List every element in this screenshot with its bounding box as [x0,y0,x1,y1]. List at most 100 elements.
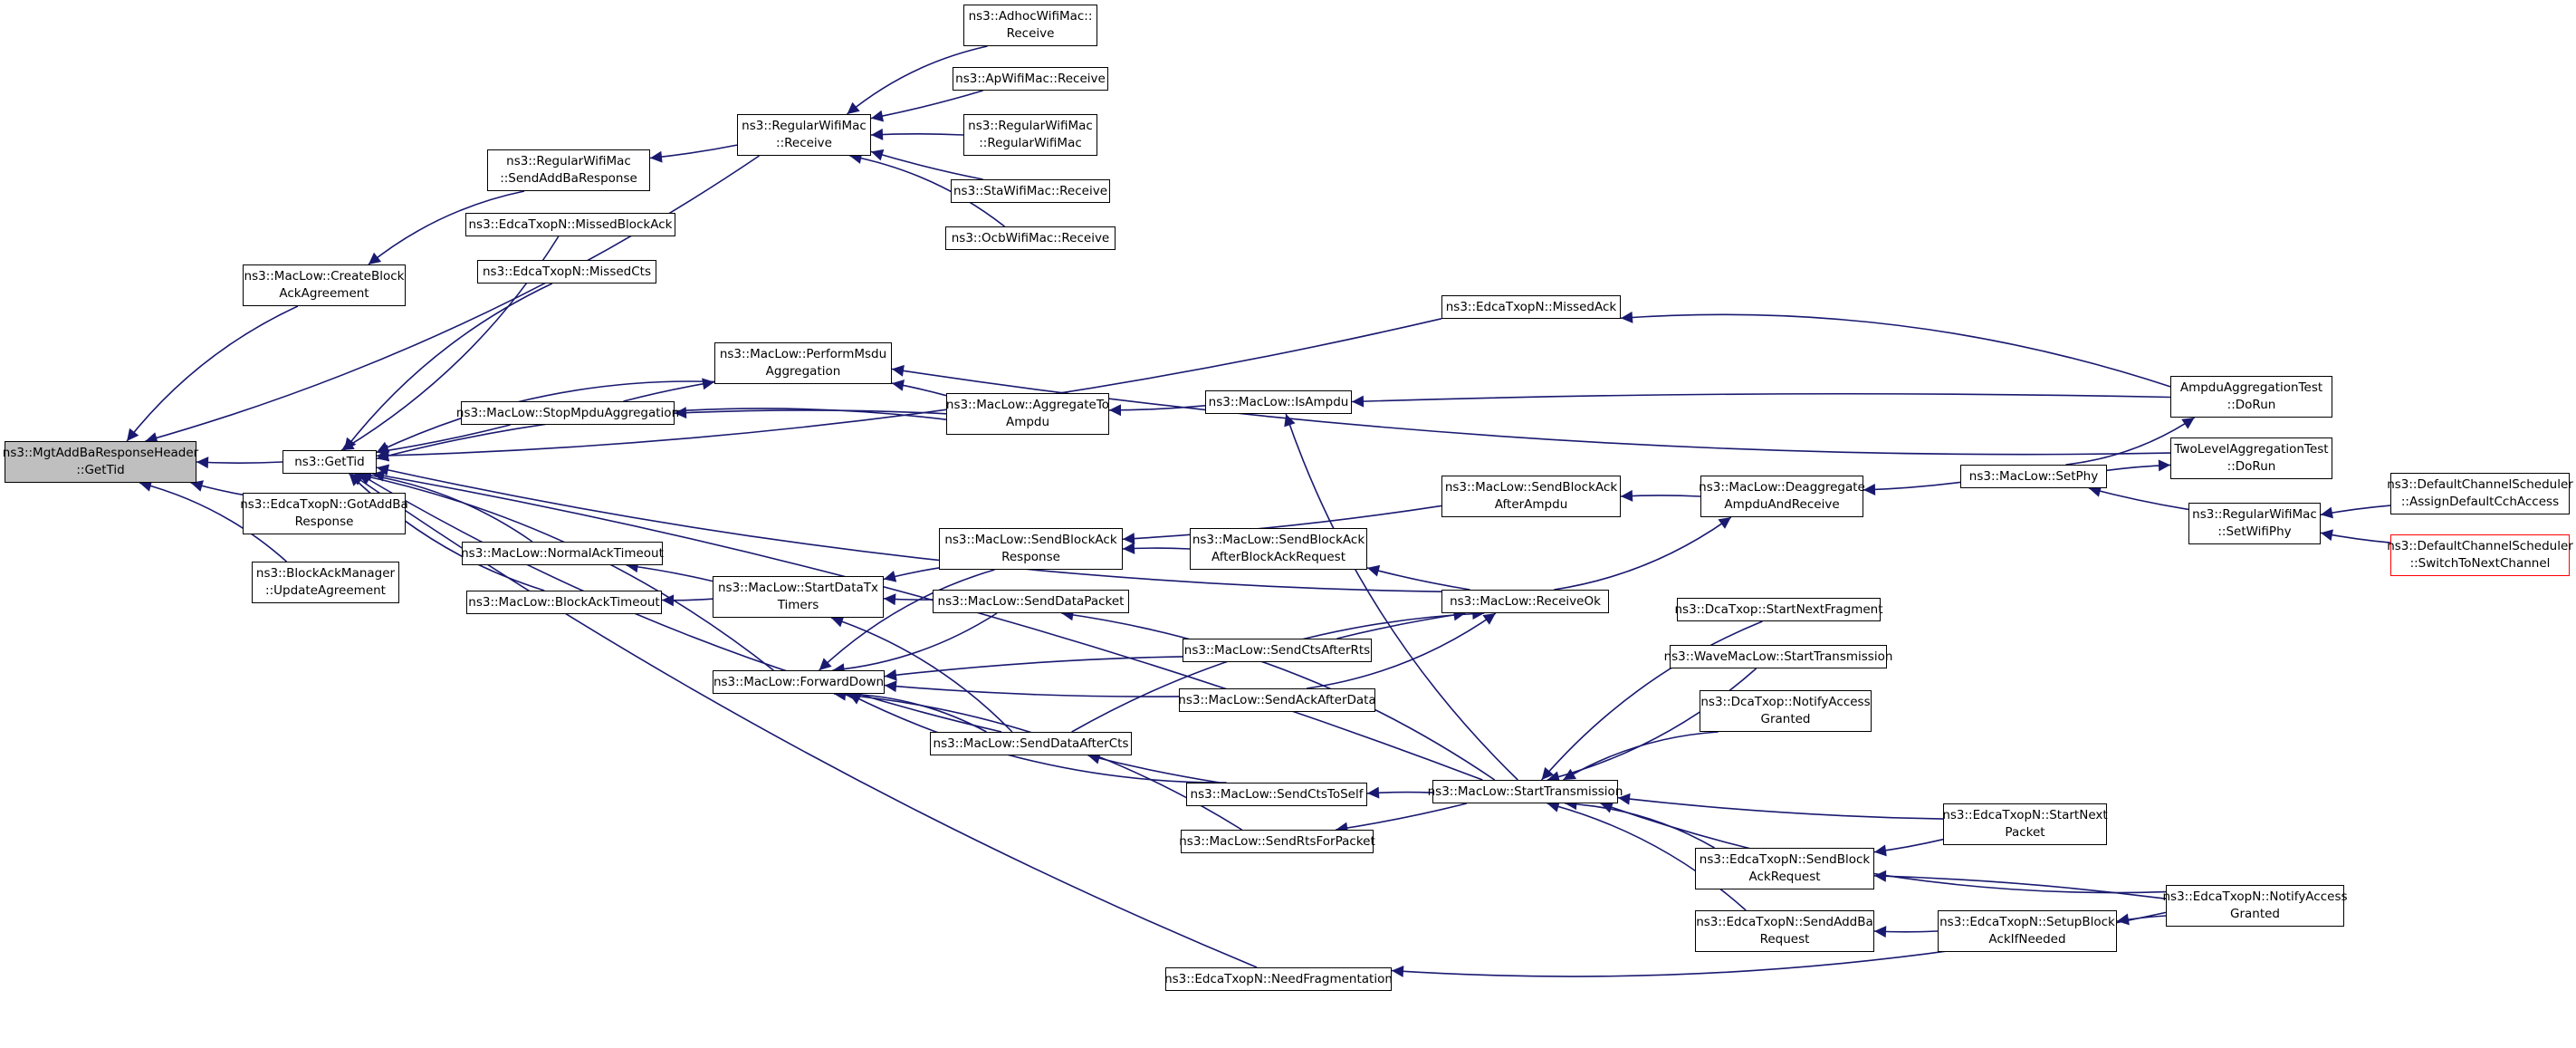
function-node-n38[interactable]: ns3::MacLow::SendCtsToSelf [1186,783,1367,806]
function-node-label: ns3::DefaultChannelScheduler [2387,539,2573,553]
call-edge-n4-to-n0 [139,480,288,562]
call-edge-n21-to-n30 [1122,505,1442,545]
call-edge-n40-to-n32 [1061,609,1496,781]
call-edge-n37-to-n29 [830,616,1013,733]
function-node-label: Timers [777,598,819,612]
function-node-label: ns3::RegularWifiMac [742,119,867,133]
function-node-label: Response [294,514,354,529]
function-node-label: ns3::RegularWifiMac [506,154,631,168]
function-node-n33[interactable]: ns3::MacLow::ReceiveOk [1441,590,1609,613]
function-node-label: AckIfNeeded [1988,932,2066,947]
function-node-n35[interactable]: ns3::MacLow::SendCtsAfterRts [1183,639,1372,662]
call-edge-n36-to-n33 [1307,612,1497,689]
function-node-label: ns3::EdcaTxopN::MissedAck [1445,299,1617,314]
function-node-n20[interactable]: TwoLevelAggregationTest::DoRun [2170,437,2332,479]
function-node-n10[interactable]: ns3::StaWifiMac::Receive [951,179,1110,203]
function-node-n11[interactable]: ns3::OcbWifiMac::Receive [945,226,1116,250]
function-node-label: Aggregation [765,364,841,379]
function-node-label: ns3::EdcaTxopN::StartNext [1942,808,2108,822]
function-node-label: ::SwitchToNextChannel [2409,556,2551,571]
function-node-n9[interactable]: ns3::RegularWifiMac::RegularWifiMac [963,114,1097,156]
function-node-n8[interactable]: ns3::ApWifiMac::Receive [953,67,1108,91]
call-edge-n37-to-n1 [358,473,1002,733]
function-node-label: ns3::BlockAckManager [255,566,396,581]
function-node-n32[interactable]: ns3::MacLow::SendDataPacket [933,590,1129,613]
function-node-n39[interactable]: ns3::MacLow::SendRtsForPacket [1179,830,1375,853]
call-edge-n13-to-n1 [343,283,553,451]
function-node-n41[interactable]: ns3::DcaTxop::StartNextFragment [1674,598,1883,621]
function-node-label: Request [1759,932,1810,947]
function-node-n13[interactable]: ns3::EdcaTxopN::MissedCts [477,260,656,284]
call-edge-n17-to-n16 [674,407,947,419]
function-node-label: ::DoRun [2226,398,2276,412]
function-node-n36[interactable]: ns3::MacLow::SendAckAfterData [1178,688,1376,712]
function-node-n16[interactable]: ns3::MacLow::StopMpduAggregation [456,401,679,425]
function-node-label: Receive [1006,26,1055,41]
function-node-n23[interactable]: ns3::MacLow::SetPhy [1960,465,2107,488]
function-node-label: ns3::EdcaTxopN::NotifyAccess [2162,889,2348,904]
function-node-n42[interactable]: ns3::WaveMacLow::StartTransmission [1664,645,1892,668]
function-node-n4[interactable]: ns3::BlockAckManager::UpdateAgreement [252,562,399,603]
call-edge-n45-to-n40 [1565,798,1715,849]
function-node-n6[interactable]: ns3::RegularWifiMac::SendAddBaResponse [487,149,650,191]
function-node-label: Ampdu [1005,415,1050,429]
function-node-label: ns3::OcbWifiMac::Receive [951,230,1110,245]
function-node-label: ns3::EdcaTxopN::GotAddBa [240,497,408,512]
function-node-label: ns3::EdcaTxopN::SendBlock [1699,852,1871,867]
function-node-n5[interactable]: ns3::RegularWifiMac::Receive [737,114,871,156]
function-node-label: ns3::MacLow::StartDataTx [717,581,878,595]
function-node-n1[interactable]: ns3::GetTid [282,450,377,474]
function-node-label: ns3::DcaTxop::NotifyAccess [1700,695,1871,709]
call-edge-n19-to-n14 [1620,311,2171,388]
function-node-label: ns3::MacLow::StopMpduAggregation [455,405,680,420]
function-node-n24[interactable]: ns3::RegularWifiMac::SetWifiPhy [2188,503,2321,544]
call-edge-n23-to-n20 [2106,459,2171,472]
function-node-n12[interactable]: ns3::EdcaTxopN::MissedBlockAck [465,213,675,236]
function-node-label: ns3::MacLow::BlockAckTimeout [468,594,660,610]
function-node-n19[interactable]: AmpduAggregationTest::DoRun [2170,376,2332,418]
function-node-label: AckRequest [1748,870,1821,884]
function-node-label: ns3::MacLow::SetPhy [1968,468,2099,484]
call-edge-n19-to-n18 [1351,392,2171,408]
function-node-n7[interactable]: ns3::AdhocWifiMac::Receive [963,5,1097,46]
function-node-n25[interactable]: ns3::DefaultChannelScheduler::AssignDefa… [2387,473,2573,514]
call-edge-n6-to-n2 [368,190,525,265]
function-node-label: ::GetTid [76,463,125,477]
function-node-label: ns3::StaWifiMac::Receive [953,183,1107,198]
call-edge-n30-to-n34 [819,569,995,671]
function-node-label: ns3::MacLow::SendBlockAck [1444,480,1618,495]
call-edge-n46-to-n48 [2116,913,2167,926]
function-node-n26[interactable]: ns3::DefaultChannelScheduler::SwitchToNe… [2387,534,2573,576]
function-node-n18[interactable]: ns3::MacLow::IsAmpdu [1205,390,1352,414]
call-edge-n44-to-n45 [1873,838,1944,857]
function-node-n14[interactable]: ns3::EdcaTxopN::MissedAck [1441,295,1621,319]
function-node-n34[interactable]: ns3::MacLow::ForwardDown [713,670,885,694]
function-node-n49[interactable]: ns3::EdcaTxopN::NeedFragmentation [1164,967,1393,991]
function-node-label: ns3::MgtAddBaResponseHeader [2,446,199,460]
call-edge-n40-to-n1 [372,469,1483,781]
call-edge-n17-to-n15 [891,379,947,397]
function-node-n40[interactable]: ns3::MacLow::StartTransmission [1428,780,1623,803]
call-edge-n15-to-n1 [376,380,715,453]
function-node-n27[interactable]: ns3::MacLow::NormalAckTimeout [461,542,664,565]
call-edge-n38-to-n37 [1087,752,1221,784]
function-node-n28[interactable]: ns3::MacLow::BlockAckTimeout [466,591,662,614]
function-node-label: ::DoRun [2226,459,2276,474]
function-node-label: Granted [2229,907,2280,921]
function-node-n37[interactable]: ns3::MacLow::SendDataAfterCts [930,732,1132,755]
